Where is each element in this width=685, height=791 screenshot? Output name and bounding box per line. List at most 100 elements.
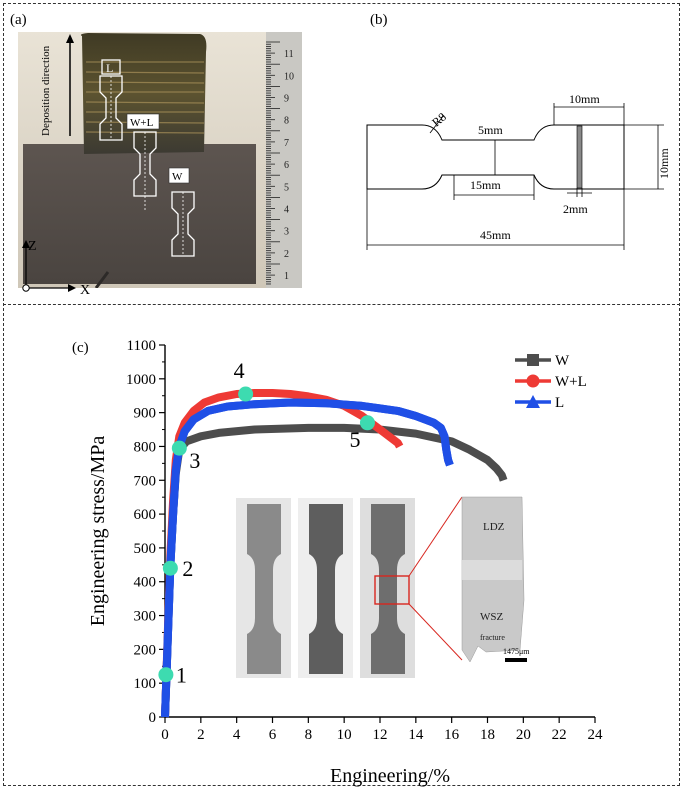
radius-label: R8: [429, 110, 449, 130]
point-marker-5: [359, 415, 375, 431]
specimen-2-shape: [309, 504, 343, 674]
specimen-drawing: R8 5mm 15mm 10mm 10mm 2mm 45mm: [366, 92, 671, 250]
ruler-number: 10: [284, 71, 294, 82]
panel-c-label: (c): [72, 340, 89, 356]
origin-marker: [22, 284, 30, 292]
y-tick-label: 800: [134, 439, 157, 455]
specimen-l-label: L: [106, 61, 113, 75]
legend-label-2: L: [555, 395, 564, 411]
specimen-3-shape: [371, 504, 405, 674]
x-tick-label: 0: [161, 727, 169, 743]
y-tick-label: 900: [134, 406, 157, 422]
y-tick-label: 200: [134, 642, 157, 658]
zoom-box: [374, 575, 410, 605]
x-tick-label: 18: [480, 727, 495, 743]
ruler: [266, 32, 302, 288]
z-axis-arrowhead: [22, 240, 30, 248]
point-marker-2: [162, 560, 178, 576]
coordinate-axes: Z X: [22, 239, 90, 298]
narrow-width-label: 5mm: [478, 123, 503, 137]
micrograph-fracture-label: fracture: [480, 633, 505, 642]
y-axis-label: Engineering stress/MPa: [87, 436, 109, 627]
total-length-label: 45mm: [480, 228, 511, 242]
dimension-lines: [366, 103, 664, 250]
ruler-ticks: [266, 41, 280, 285]
y-tick-label: 1100: [127, 338, 156, 354]
ruler-number: 4: [284, 205, 289, 216]
deposition-arrow-head: [66, 34, 74, 43]
ruler-number: 5: [284, 182, 289, 193]
zoom-line-top: [408, 496, 463, 577]
legend-marker-triangle: [526, 395, 540, 408]
x-axis-label: X: [80, 283, 90, 298]
specimen-l-outline: [99, 75, 123, 141]
point-marker-1: [158, 667, 174, 683]
zoom-line-bottom: [408, 603, 463, 661]
specimen-wl-label-box: [126, 113, 160, 130]
deposition-layers: [85, 61, 205, 134]
point-marker-3: [171, 440, 187, 456]
thickness-section: [576, 125, 583, 189]
point-marker-4: [238, 386, 254, 402]
point-label-5: 5: [349, 427, 360, 452]
chart-annotations: 1 2 3 4 5: [158, 358, 375, 688]
grip-length-label: 10mm: [569, 92, 600, 106]
specimen-1-shape: [247, 504, 281, 674]
ruler-number: 6: [284, 160, 289, 171]
substrate-mark: [94, 271, 110, 288]
x-tick-label: 8: [305, 727, 313, 743]
panel-divider: [3, 304, 680, 305]
z-axis-label: Z: [28, 239, 37, 254]
specimen-l-label-box: [101, 59, 121, 75]
deposition-direction-label: Deposition direction: [40, 45, 52, 136]
legend-marker-circle: [526, 374, 540, 388]
x-tick-label: 2: [197, 727, 205, 743]
x-tick-label: 20: [516, 727, 531, 743]
x-tick-label: 4: [233, 727, 241, 743]
x-axis-label: Engineering/%: [330, 765, 450, 787]
specimen-wl-label: W+L: [130, 117, 154, 129]
x-tick-label: 12: [373, 727, 388, 743]
point-label-3: 3: [189, 448, 200, 473]
ruler-number: 3: [284, 227, 289, 238]
x-axis-arrowhead: [68, 284, 76, 292]
y-tick-label: 400: [134, 575, 157, 591]
x-tick-label: 10: [337, 727, 352, 743]
series-line-l-top: [161, 398, 454, 718]
micrograph-ldz-label: LDZ: [483, 521, 505, 533]
y-tick-label: 0: [149, 710, 157, 726]
y-tick-label: 100: [134, 676, 157, 692]
y-tick-label: 1000: [126, 372, 156, 388]
micrograph-scale-label: 1475μm: [503, 647, 530, 656]
legend-label-1: W+L: [555, 374, 587, 390]
micrograph-band: [462, 560, 522, 580]
x-tick-label: 22: [552, 727, 567, 743]
specimen-wl-outline: [133, 131, 157, 197]
point-label-1: 1: [176, 663, 187, 688]
gauge-length-label: 15mm: [470, 178, 501, 192]
x-tick-label: 24: [588, 727, 604, 743]
point-label-2: 2: [182, 556, 193, 581]
y-tick-label: 600: [134, 507, 157, 523]
panel-b-label: (b): [370, 12, 388, 28]
specimen-w-label: W: [172, 171, 183, 183]
grip-width-label: 10mm: [657, 148, 671, 179]
micrograph-scale-bar: [505, 658, 527, 662]
chart-legend: W W+L L: [515, 353, 587, 411]
point-label-4: 4: [234, 358, 245, 383]
ruler-number: 2: [284, 249, 289, 260]
y-tick-label: 700: [134, 473, 157, 489]
legend-label-0: W: [555, 353, 570, 369]
figure-frame: [3, 3, 680, 786]
thickness-label: 2mm: [563, 202, 588, 216]
x-tick-label: 14: [408, 727, 424, 743]
deposited-block: [80, 33, 207, 154]
x-tick-label: 16: [444, 727, 460, 743]
ruler-number: 9: [284, 94, 289, 105]
y-tick-label: 500: [134, 541, 157, 557]
specimen-w-outline: [171, 191, 195, 257]
